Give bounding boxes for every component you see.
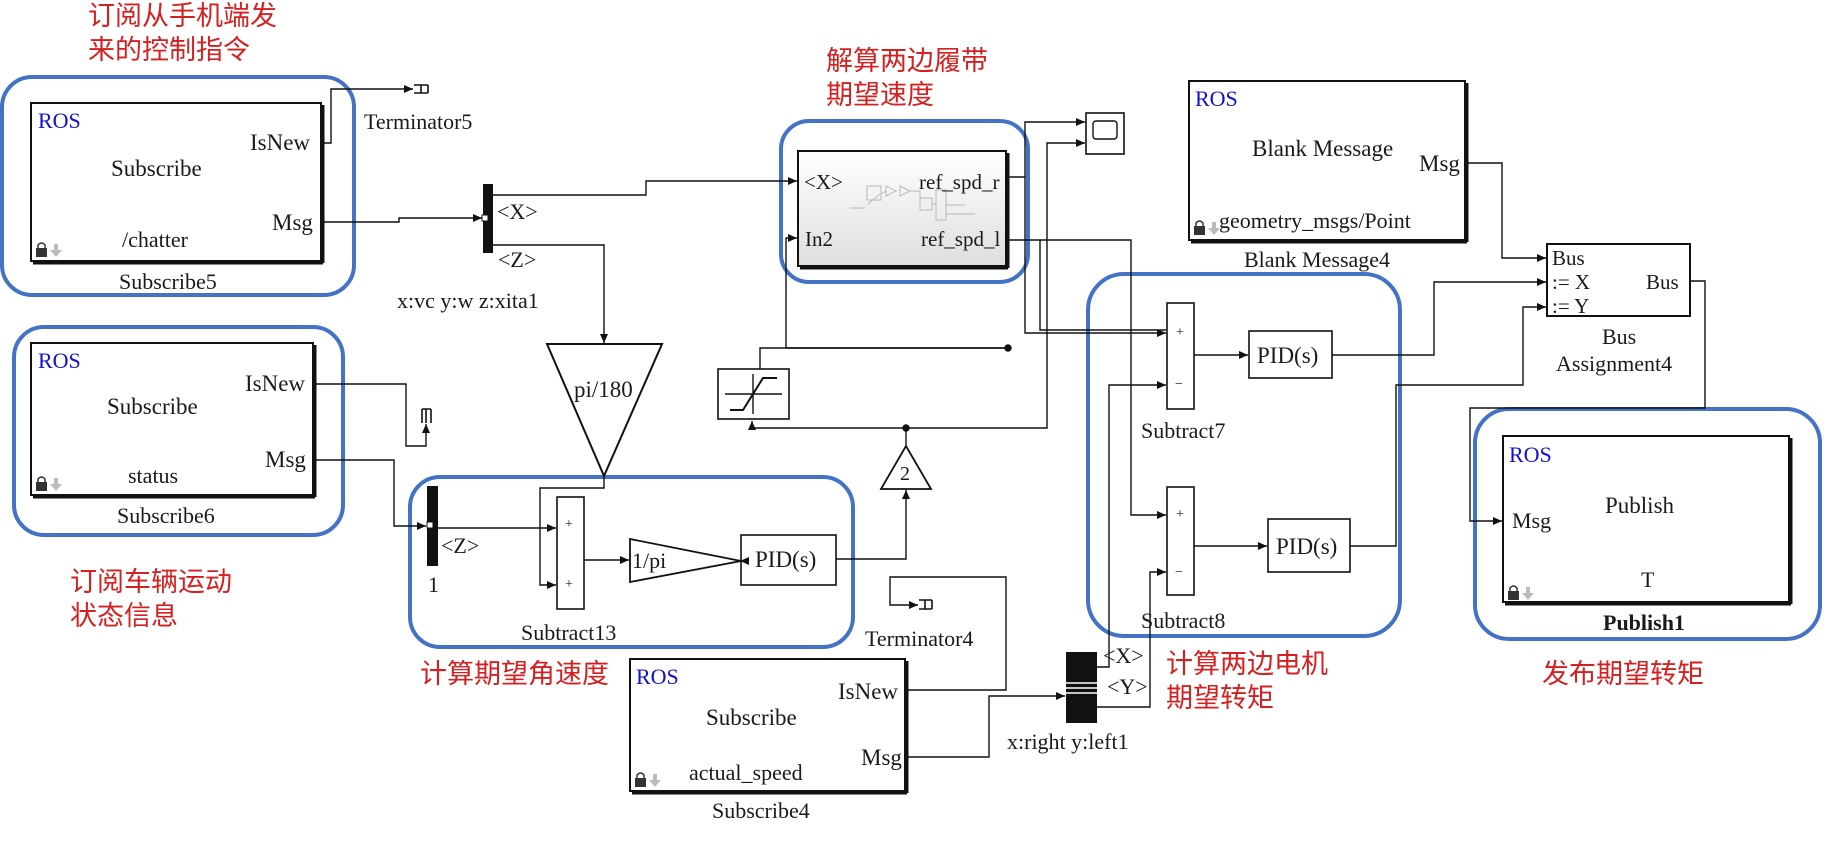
blank-message4-name: Blank Message4 [1244, 247, 1391, 272]
bus-assignment4-name-line2: Assignment4 [1556, 351, 1673, 376]
subscribe5-ros-label: ROS [38, 108, 81, 133]
subscribe6-name: Subscribe6 [117, 503, 215, 528]
bus-selector-1-out-x: <X> [497, 199, 538, 224]
bus-assignment4-name-line1: Bus [1602, 324, 1637, 349]
subscribe6-msg-port: Msg [265, 447, 306, 472]
gain-2-shape[interactable] [879, 444, 933, 490]
subtract13-sign1: + [565, 517, 573, 532]
publish1-msg-port: Msg [1512, 508, 1552, 533]
blank-message4-title[interactable]: Blank Message [1252, 136, 1394, 161]
subscribe5-isnew-port: IsNew [250, 130, 311, 155]
subscribe5-topic: /chatter [122, 227, 188, 252]
subscribe5-msg-port: Msg [272, 210, 313, 235]
publish1-topic: T [1641, 567, 1655, 592]
blank-message4-type: geometry_msgs/Point [1219, 208, 1411, 233]
frame-track-speed [779, 119, 1030, 284]
bus-assignment4-in-x: := X [1552, 270, 1591, 294]
frame-vehicle-state [12, 325, 345, 537]
lock-icons [36, 220, 1534, 787]
subscribe4-msg-port: Msg [861, 745, 902, 770]
bus-selector-1-caption: x:vc y:w z:xita1 [397, 288, 539, 313]
subsystem-out2: ref_spd_l [921, 227, 1001, 251]
subscribe5-title[interactable]: Subscribe [111, 156, 202, 181]
subtract7-sign2: − [1175, 377, 1183, 392]
annotation-track-speed: 解算两边履带 期望速度 [826, 46, 988, 111]
terminator-shapes [414, 84, 933, 610]
bus-assignment4-in-bus: Bus [1552, 246, 1585, 270]
pid-7-label[interactable]: PID(s) [1257, 343, 1319, 368]
subtract7-sign1: + [1176, 325, 1184, 340]
subscribe4-name: Subscribe4 [712, 798, 810, 823]
subtract8-sign1: + [1176, 507, 1184, 522]
annotation-publish-torque: 发布期望转矩 [1542, 659, 1704, 690]
block-bodies [30, 80, 1793, 795]
blank-message4-msg-port: Msg [1419, 151, 1460, 176]
terminator4-name: Terminator4 [865, 626, 974, 651]
annotation-motor-torque: 计算两边电机 期望转矩 [1166, 649, 1328, 714]
subscribe6-title[interactable]: Subscribe [107, 394, 198, 419]
subsystem-in1: <X> [804, 170, 843, 194]
subsystem-in2: In2 [805, 227, 833, 251]
blank-message4-ros-label: ROS [1195, 86, 1238, 111]
bus-selector-3-caption: x:right y:left1 [1007, 729, 1129, 754]
terminator5-name: Terminator5 [364, 109, 473, 134]
subtract8-name: Subtract8 [1141, 608, 1226, 633]
subscribe4-topic: actual_speed [689, 760, 803, 785]
subsystem-block[interactable] [797, 150, 1007, 267]
annotation-angular-speed: 计算期望角速度 [420, 659, 609, 690]
annotation-subscribe-cmd: 订阅从手机端发 来的控制指令 [88, 1, 277, 66]
bus-selector-1-out-z: <Z> [498, 247, 537, 272]
pid-angle-label[interactable]: PID(s) [755, 547, 817, 572]
gain-1pi-label: 1/pi [632, 548, 667, 573]
publish1-title[interactable]: Publish [1605, 493, 1675, 518]
bus-selector-2-out-z: <Z> [441, 533, 480, 558]
annotation-frames [0, 75, 1822, 649]
bus-assignment4-in-y: := Y [1552, 294, 1590, 318]
bus-selector-2-caption: 1 [428, 572, 439, 597]
subscribe5-name: Subscribe5 [119, 269, 217, 294]
gain-pi180-shape[interactable] [545, 343, 664, 479]
subtract8-sign2: − [1175, 565, 1183, 580]
pid-8-label[interactable]: PID(s) [1276, 534, 1338, 559]
frame-subscribe-cmd [0, 75, 356, 297]
gain-1pi-shape[interactable] [629, 537, 742, 584]
subsystem-out1: ref_spd_r [919, 170, 1000, 194]
subscribe6-isnew-port: IsNew [245, 371, 306, 396]
frame-motor-torque [1086, 272, 1402, 638]
subscribe4-title[interactable]: Subscribe [706, 705, 797, 730]
frame-publish [1473, 407, 1822, 641]
gain-2-label: 2 [900, 463, 910, 485]
bus-selector-3-out-y: <Y> [1107, 674, 1148, 699]
subtract13-name: Subtract13 [521, 620, 617, 645]
publish1-ros-label: ROS [1509, 442, 1552, 467]
publish1-name: Publish1 [1603, 610, 1685, 635]
subscribe6-ros-label: ROS [38, 348, 81, 373]
subscribe6-topic: status [128, 463, 179, 488]
gain-pi180-label: pi/180 [574, 377, 633, 402]
bus-selector-3-out-x: <X> [1103, 643, 1144, 668]
subscribe4-isnew-port: IsNew [838, 679, 899, 704]
subtract7-name: Subtract7 [1141, 418, 1226, 443]
annotation-vehicle-state: 订阅车辆运动 状态信息 [70, 567, 232, 632]
bus-assignment4-out: Bus [1646, 270, 1679, 294]
subtract13-sign2: + [565, 577, 573, 592]
frame-angular-speed [408, 475, 855, 649]
signal-lines [313, 85, 1706, 758]
subscribe4-ros-label: ROS [636, 664, 679, 689]
